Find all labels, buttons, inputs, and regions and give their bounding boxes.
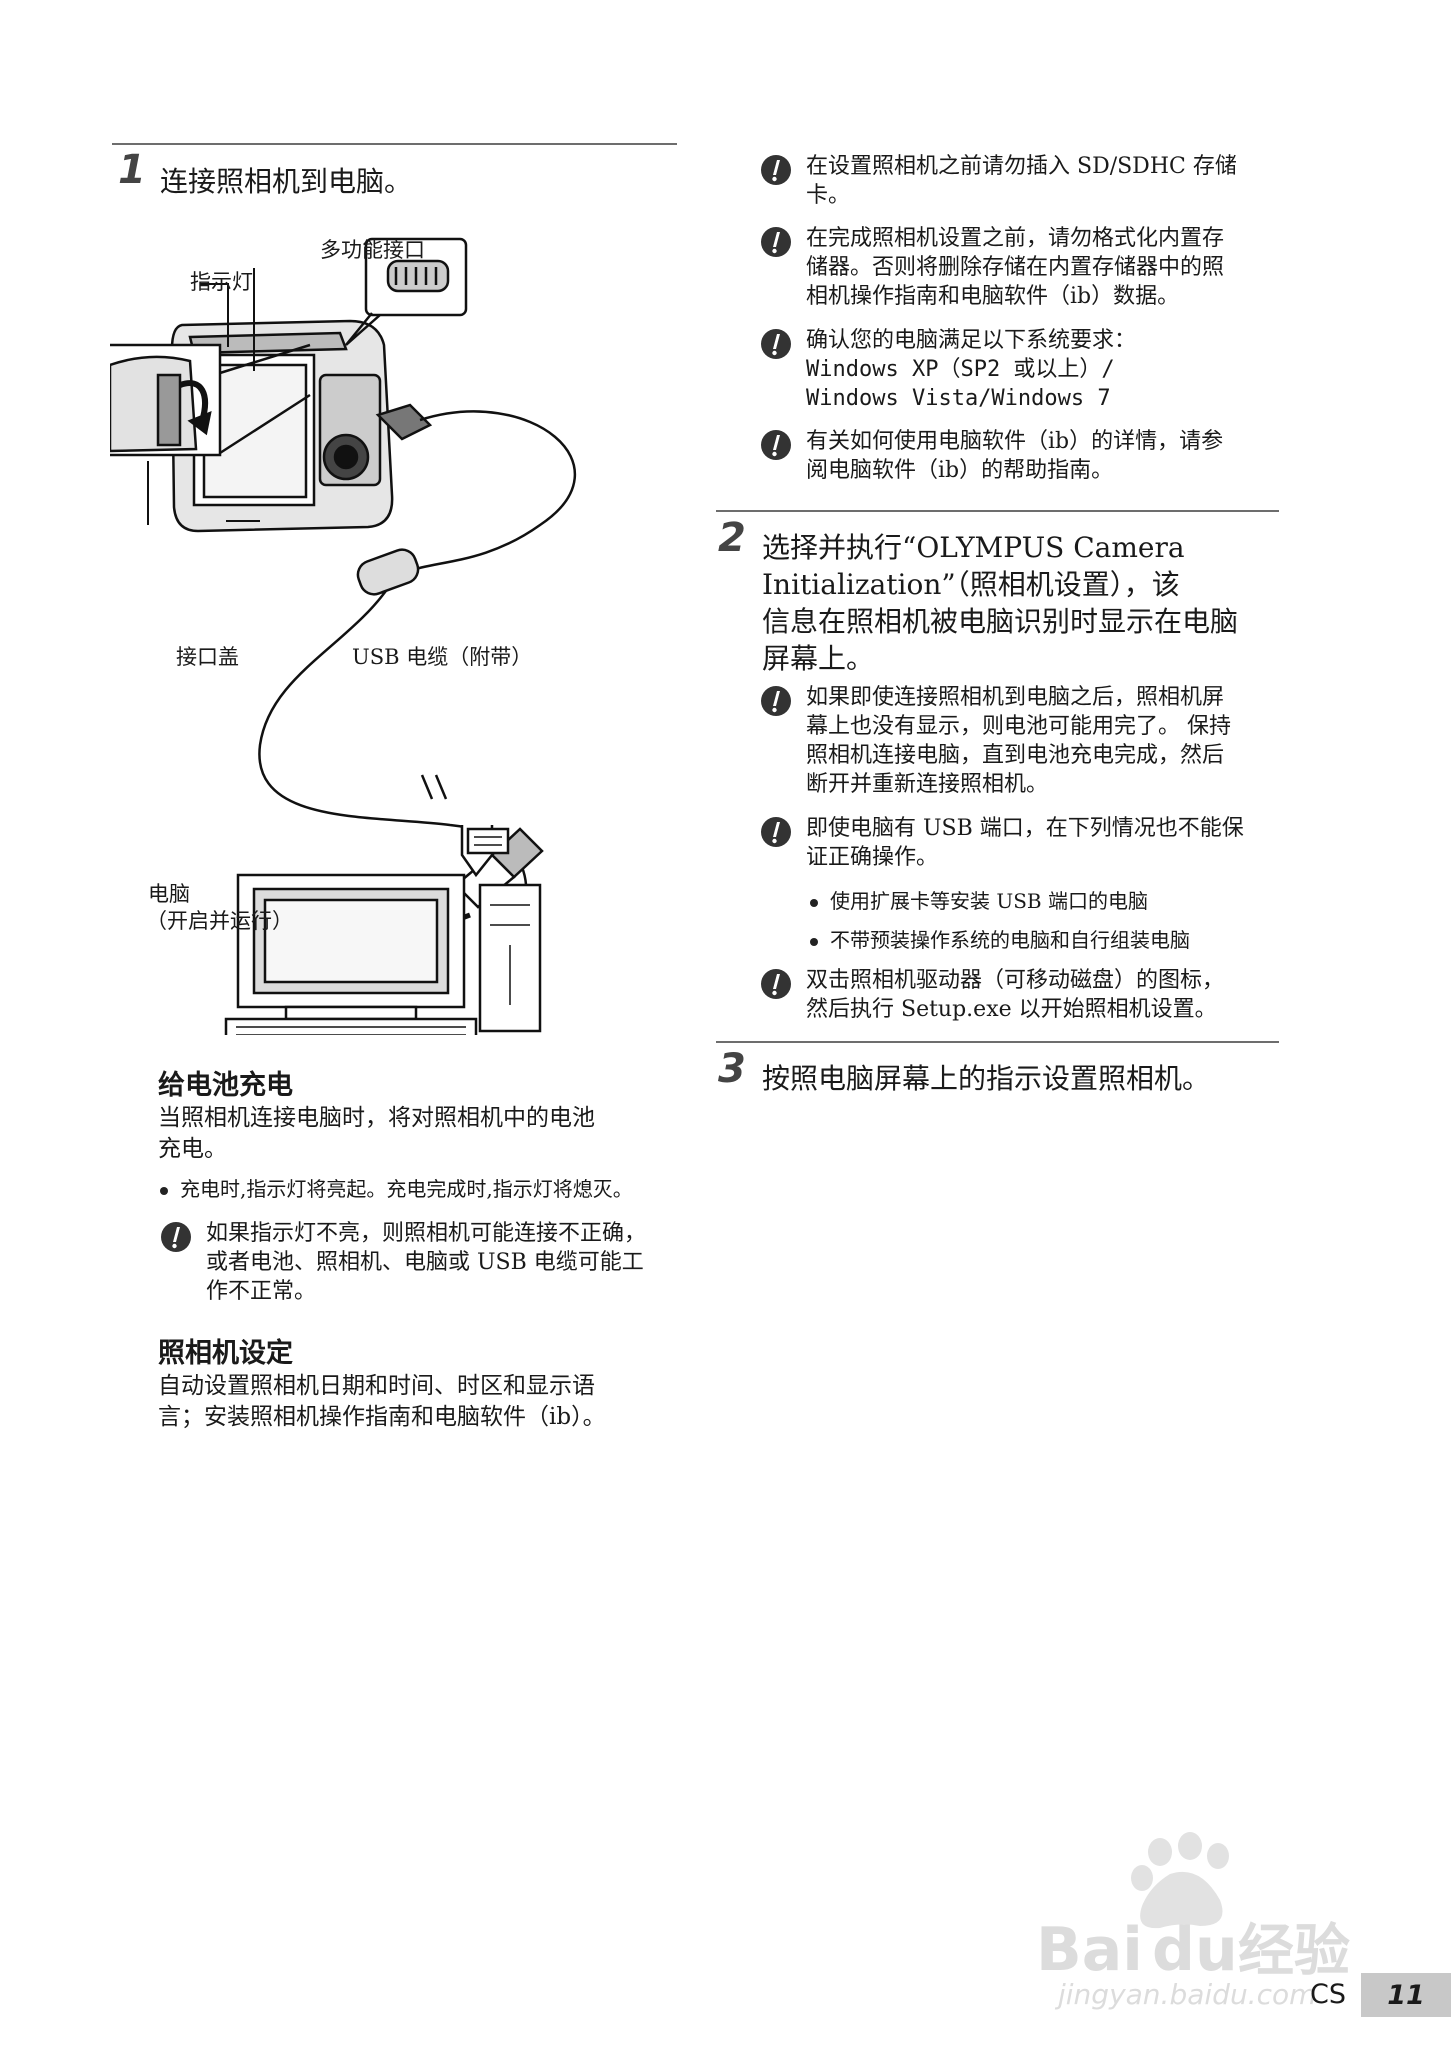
step1-number: 1 xyxy=(118,147,146,193)
bullet-dot xyxy=(810,937,818,946)
camera-setup-heading: 照相机设定 xyxy=(158,1338,293,1369)
usb-cable-label: USB 电缆（附带） xyxy=(352,645,533,669)
page-number: 11 xyxy=(1361,1973,1451,2017)
caution-icon xyxy=(761,227,791,257)
step1-rule xyxy=(112,143,677,145)
caution-icon xyxy=(761,430,791,460)
step3-number: 3 xyxy=(718,1046,746,1092)
usb-bullet-custom-pc: 不带预装操作系统的电脑和自行组装电脑 xyxy=(810,927,1190,953)
svg-text:经验: 经验 xyxy=(1238,1919,1350,1984)
svg-text:du: du xyxy=(1152,1915,1238,1985)
camera-setup-paragraph: 自动设置照相机日期和时间、时区和显示语 言；安装照相机操作指南和电脑软件（ib）… xyxy=(158,1373,606,1430)
usb-bullet-expansion: 使用扩展卡等安装 USB 端口的电脑 xyxy=(810,888,1148,914)
svg-text:jingyan.baidu.com: jingyan.baidu.com xyxy=(1054,1978,1316,2010)
warning-setup-exe: 双击照相机驱动器（可移动磁盘）的图标， 然后执行 Setup.exe 以开始照相… xyxy=(760,966,1224,1024)
caution-icon xyxy=(761,817,791,847)
warning-usb-port: 即使电脑有 USB 端口，在下列情况也不能保 证正确操作。 xyxy=(760,814,1244,872)
bullet-dot xyxy=(810,898,818,907)
step3-text: 按照电脑屏幕上的指示设置照相机。 xyxy=(762,1062,1211,1095)
step3-rule xyxy=(716,1041,1279,1043)
step2-text: 选择并执行“OLYMPUS Camera Initialization”（照相机… xyxy=(762,531,1239,675)
language-code: CS xyxy=(1310,1979,1346,2010)
connection-diagram xyxy=(110,237,577,1035)
step2-number: 2 xyxy=(718,515,746,561)
computer-note-label: （开启并运行） xyxy=(146,909,293,933)
multi-connector-label: 多功能接口 xyxy=(320,238,425,262)
svg-text:Bai: Bai xyxy=(1036,1915,1143,1985)
charging-paragraph: 当照相机连接电脑时，将对照相机中的电池 充电。 xyxy=(158,1105,595,1162)
warning-format-memory: 在完成照相机设置之前，请勿格式化内置存 储器。否则将删除存储在内置存储器中的照 … xyxy=(760,224,1224,311)
warning-sd-card: 在设置照相机之前请勿插入 SD/SDHC 存储 卡。 xyxy=(760,152,1237,210)
bullet-dot xyxy=(160,1186,168,1195)
computer-label: 电脑 xyxy=(148,882,190,906)
step1-text: 连接照相机到电脑。 xyxy=(160,165,413,198)
caution-icon xyxy=(761,329,791,359)
indicator-label: 指示灯 xyxy=(190,270,253,294)
warning-system-requirements: 确认您的电脑满足以下系统要求： Windows XP（SP2 或以上）/ Win… xyxy=(760,326,1136,413)
charging-warning: 如果指示灯不亮，则照相机可能连接不正确， 或者电池、照相机、电脑或 USB 电缆… xyxy=(160,1219,646,1306)
caution-icon xyxy=(761,969,791,999)
caution-icon xyxy=(761,686,791,716)
caution-icon xyxy=(761,155,791,185)
charging-heading: 给电池充电 xyxy=(158,1070,293,1101)
warning-software-help: 有关如何使用电脑软件（ib）的详情，请参 阅电脑软件（ib）的帮助指南。 xyxy=(760,427,1223,485)
caution-icon xyxy=(161,1222,191,1252)
warning-no-display: 如果即使连接照相机到电脑之后，照相机屏 幕上也没有显示，则电池可能用完了。 保持… xyxy=(760,683,1231,799)
charging-bullet: 充电时,指示灯将亮起。充电完成时,指示灯将熄灭。 xyxy=(160,1176,633,1202)
step2-rule xyxy=(716,510,1279,512)
connector-cover-label: 接口盖 xyxy=(176,645,239,669)
baidu-watermark: Bai du 经验 jingyan.baidu.com xyxy=(1036,1832,1350,2010)
